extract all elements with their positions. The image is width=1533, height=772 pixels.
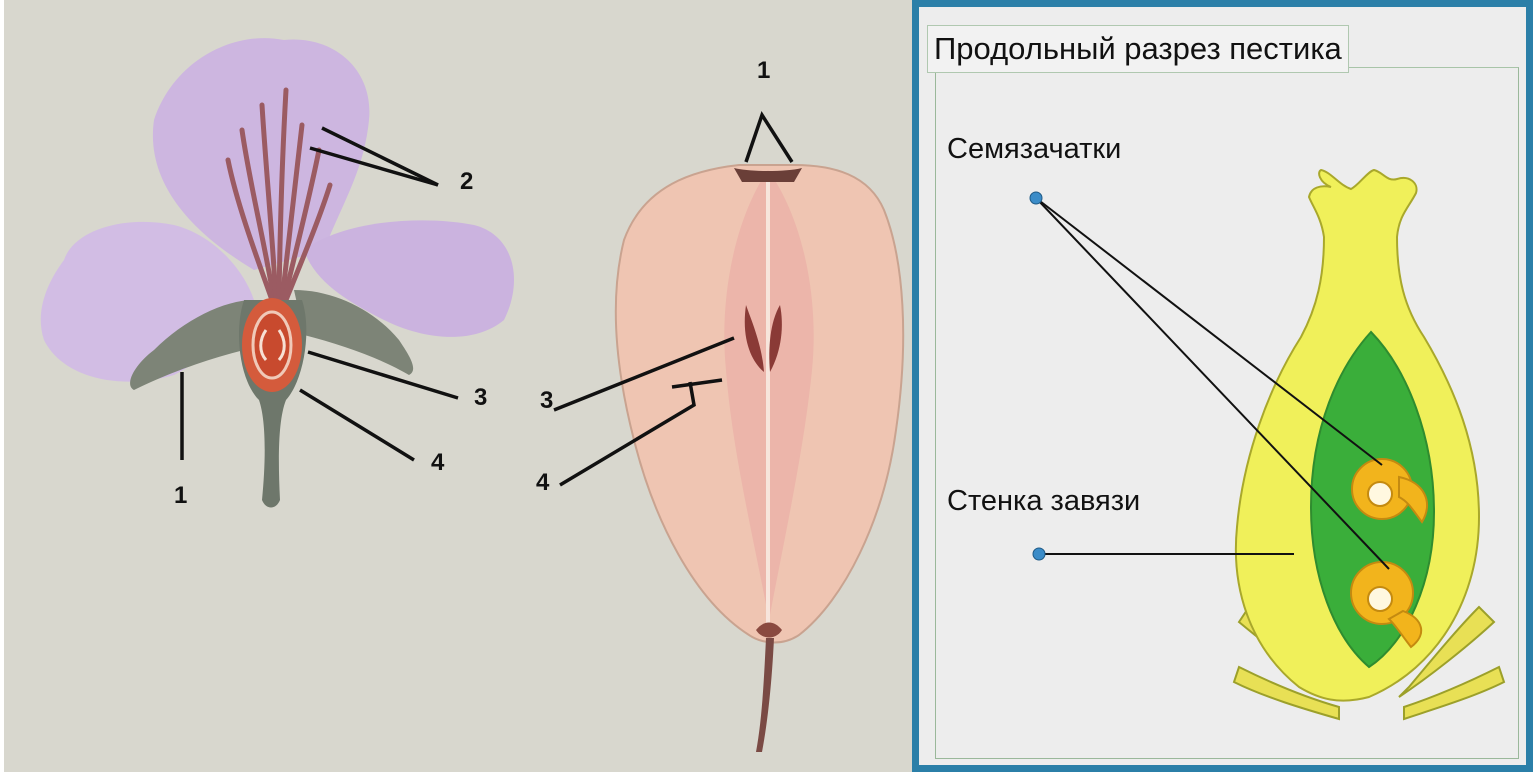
pistil-panel-inner: Продольный разрез пестика Семязачатки Ст… [919, 7, 1526, 765]
ovules-marker-dot [1030, 192, 1042, 204]
fruit-drawing [616, 165, 903, 752]
pistil-section-panel: Продольный разрез пестика Семязачатки Ст… [912, 0, 1533, 772]
fruit-label-3: 3 [540, 387, 553, 414]
flower-label-1: 1 [174, 482, 187, 509]
flower-fruit-illustration: 1 2 3 4 1 3 4 [4, 0, 912, 772]
pistil-drawing [1234, 170, 1504, 719]
flower-label-3: 3 [474, 384, 487, 411]
flower-label-4: 4 [431, 449, 445, 476]
illustration-svg: 1 2 3 4 1 3 4 [4, 0, 912, 772]
flower-label-2: 2 [460, 168, 473, 195]
pistil-svg [919, 7, 1526, 765]
flower-drawing [41, 38, 514, 507]
fruit-label-1: 1 [757, 57, 770, 84]
ovary-wall-marker-dot [1033, 548, 1045, 560]
ovules-label: Семязачатки [947, 133, 1121, 166]
ovary-wall-label: Стенка завязи [947, 485, 1140, 518]
fruit-stalk [756, 638, 774, 752]
fruit-label-4: 4 [536, 469, 550, 496]
pistil-panel-title: Продольный разрез пестика [927, 25, 1349, 73]
